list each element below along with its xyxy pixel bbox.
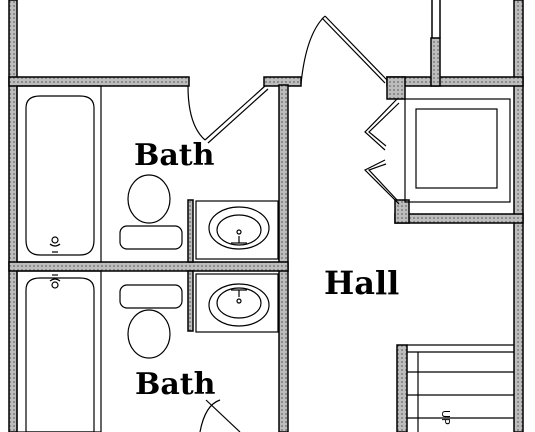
wall-vanity-partition-upper [187, 199, 194, 263]
stair-up-marker: UP [439, 410, 452, 425]
wall-between-baths [8, 261, 289, 272]
door-lower-bath-swing [199, 399, 221, 432]
doors [187, 15, 400, 432]
door-hall-swing [300, 15, 326, 85]
door-upper-bath-swing [187, 85, 206, 141]
walls [8, 0, 524, 432]
stairs [407, 344, 514, 432]
bathtub-upper [16, 85, 102, 263]
wall-left-exterior [8, 0, 18, 432]
wall-stair [396, 344, 408, 432]
wall-closet-bottom [394, 213, 524, 224]
door-hall-leaf [324, 15, 388, 81]
wall-closet-top-left-stub [386, 76, 406, 100]
door-lower-bath-leaf [205, 399, 241, 432]
wall-upper-jamb [430, 37, 441, 87]
door-closet-bifold-lower [363, 159, 400, 205]
door-closet-bifold-upper [364, 98, 398, 151]
room-label-bath-upper: Bath [134, 138, 215, 173]
toilet-upper [119, 174, 183, 250]
door-upper-bath-leaf [204, 85, 266, 141]
upper-right-lines [431, 0, 441, 38]
wall-vanity-partition-lower [187, 270, 194, 332]
room-label-hall: Hall [324, 264, 399, 302]
wall-bath-top-left [8, 76, 190, 87]
wall-closet-bottom-left-stub [394, 199, 410, 224]
sink-upper [195, 200, 279, 260]
closet-fixture [404, 98, 511, 203]
sink-lower [195, 273, 279, 333]
toilet-lower [119, 284, 183, 359]
room-label-bath-lower: Bath [135, 367, 216, 402]
bathtub-lower [16, 270, 102, 432]
wall-bath-hall [278, 84, 289, 432]
wall-closet-top [386, 76, 524, 87]
